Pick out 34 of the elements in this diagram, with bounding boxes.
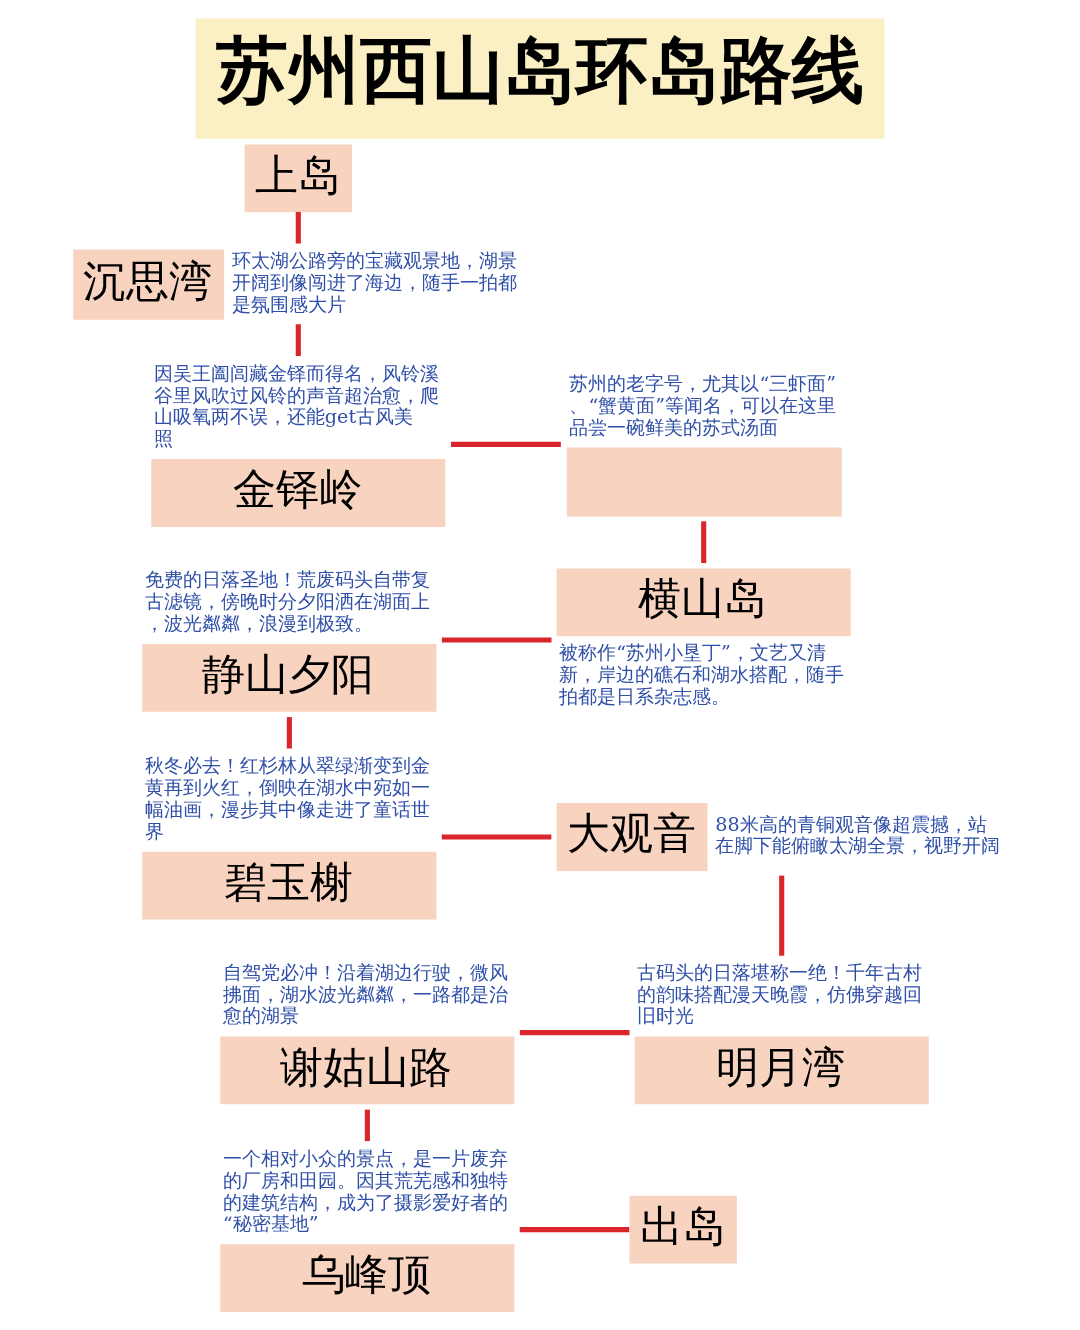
node-box: 静山夕阳	[142, 643, 437, 712]
connector	[441, 637, 552, 643]
connector	[295, 211, 301, 244]
node-label: 88米高的青铜观音像超震撼，站在脚下能俯瞰太湖全景，视野开阔	[715, 812, 1001, 858]
node-label: 环太湖公路旁的宝藏观景地，湖景开阔到像闯进了海边，随手一拍都是氛围感大片	[231, 249, 517, 316]
connector	[701, 521, 707, 564]
node-box: 横山岛	[556, 568, 851, 637]
node-label: 秋冬必去！红杉林从翠绿渐变到金黄再到火红，倒映在湖水中宛如一幅油画，漫步其中像走进了童话世界	[144, 754, 430, 843]
node-box: 碧玉榭	[142, 851, 437, 920]
node-label: 免费的日落圣地！荒废码头自带复古滤镜，傍晚时分夕阳洒在湖面上，波光粼粼，浪漫到极致。	[144, 568, 430, 635]
connector	[441, 834, 552, 840]
node-label: 被称作“苏州小垦丁”，文艺又清新，岸边的礁石和湖水搭配，随手拍都是日系杂志感。	[559, 641, 845, 708]
connector	[295, 324, 301, 356]
connector	[779, 875, 785, 956]
node-box: 大观音	[556, 803, 708, 871]
diagram-title: 苏州西山岛环岛路线	[216, 28, 865, 113]
connector	[519, 1030, 630, 1036]
connector	[519, 1227, 630, 1233]
node-label: 一个相对小众的景点，是一片废弃的厂房和田园。因其荒芜感和独特的建筑结构，成为了摄影爱好者的“秘密基地”	[222, 1147, 508, 1236]
node-label: 自驾党必冲！沿着湖边行驶，微风拂面，湖水波光粼粼，一路都是治愈的湖景	[222, 960, 508, 1028]
node-box: 乌峰顶	[220, 1244, 515, 1313]
node-box: 沉思湾	[73, 249, 225, 320]
connector	[451, 441, 561, 447]
node-box: 出岛	[629, 1195, 737, 1264]
node-label: 苏州的老字号，尤其以“三虾面”、“蟹黄面”等闻名，可以在这里品尝一碗鲜美的苏式汤面	[569, 372, 837, 439]
node-box: 金铎岭	[151, 459, 446, 527]
node-label: 古码头的日落堪称一绝！千年古村的韵味搭配漫天晚霞，仿佛穿越回旧时光	[637, 960, 923, 1028]
node-label: 因吴王阖闾藏金铎而得名，风铃溪谷里风吹过风铃的声音超治愈，爬山吸氧两不误，还能get古风美照	[153, 361, 439, 451]
connector	[364, 1109, 370, 1142]
node-box	[566, 447, 842, 517]
node-box: 谢姑山路	[220, 1036, 515, 1105]
node-box: 明月湾	[634, 1036, 929, 1105]
node-box: 上岛	[244, 144, 352, 213]
connector	[286, 717, 292, 749]
